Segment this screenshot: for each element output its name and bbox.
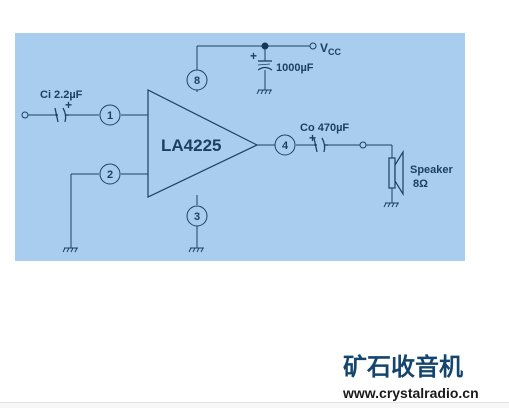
speaker-label: Speaker — [410, 164, 454, 176]
pin-8-label: 8 — [194, 75, 200, 87]
pin-1-marker — [99, 104, 121, 126]
vcc-terminal — [309, 42, 317, 50]
bottom-divider — [0, 402, 509, 408]
ground-icon — [62, 247, 78, 253]
pin-4-label: 4 — [282, 140, 289, 152]
ground-icon — [383, 202, 399, 208]
speaker-icon — [388, 149, 404, 197]
pin-2-marker — [99, 163, 121, 185]
supply-junction-dot — [261, 42, 269, 50]
watermark-url: www.crystalradio.cn — [343, 385, 479, 401]
chip-label: LA4225 — [161, 136, 221, 155]
input-capacitor-label: Ci 2.2µF — [40, 89, 83, 101]
input-capacitor-symbol — [54, 107, 69, 123]
supply-capacitor-symbol — [257, 60, 273, 71]
pin-1-label: 1 — [107, 110, 113, 122]
output-capacitor-label: Co 470µF — [300, 122, 349, 134]
pin-3-marker — [186, 205, 208, 227]
input-capacitor-polarity: + — [65, 98, 72, 112]
output-capacitor-polarity: + — [309, 131, 316, 145]
watermark-title: 矿石收音机 — [343, 353, 463, 381]
ground-icon — [188, 247, 204, 253]
vcc-label: VCC — [320, 41, 342, 57]
pin-2-label: 2 — [107, 169, 113, 181]
output-terminal — [359, 141, 367, 149]
speaker-impedance: 8Ω — [413, 178, 428, 190]
supply-capacitor-label: 1000µF — [276, 62, 314, 74]
pin-4-marker — [274, 134, 296, 156]
supply-capacitor-polarity: + — [250, 49, 257, 63]
pin-3-label: 3 — [194, 211, 200, 223]
input-terminal — [21, 111, 29, 119]
amplifier-triangle — [147, 89, 259, 198]
ground-icon — [256, 89, 272, 95]
pin-8-marker — [186, 69, 208, 91]
output-capacitor-symbol — [313, 137, 328, 153]
